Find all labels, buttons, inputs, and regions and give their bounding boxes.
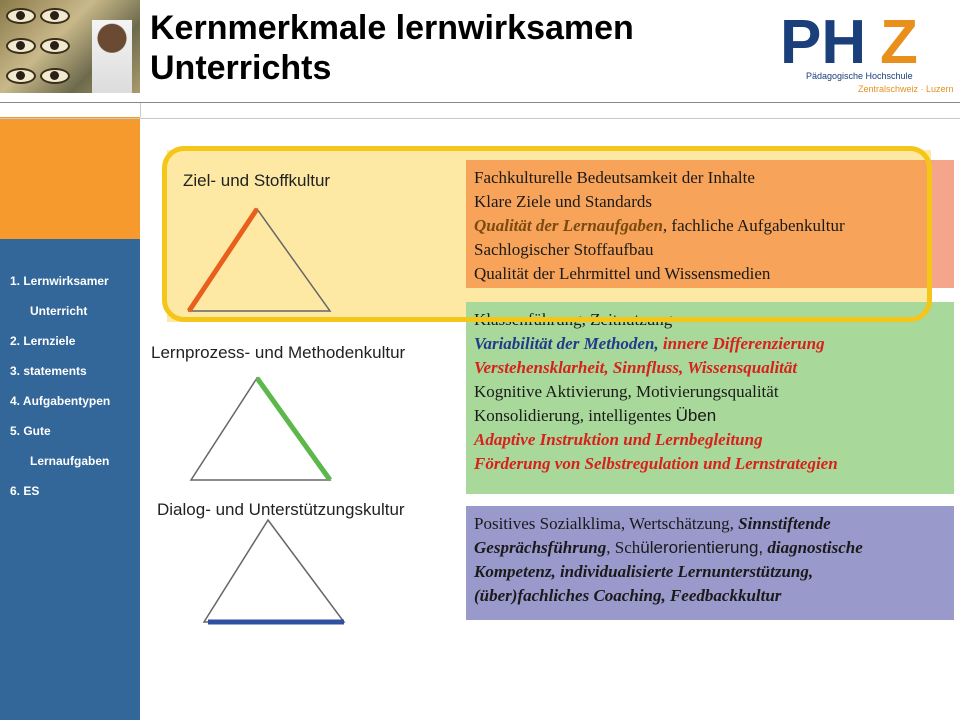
ziel-line-3b: , fachliche Aufgabenkultur — [662, 216, 845, 235]
header-photo — [0, 0, 140, 93]
dialog-line-2d: diagnostische — [767, 538, 863, 557]
ziel-line-5: Qualität der Lehrmittel und Wissensmedie… — [474, 264, 771, 283]
dialog-line-2c: ülerorientierung, — [640, 538, 764, 557]
lern-line-7: Förderung von Selbstregulation und Lerns… — [474, 454, 838, 473]
page-title: Kernmerkmale lernwirksamen Unterrichts — [150, 8, 770, 88]
nav-item-es[interactable]: 6. ES — [10, 484, 40, 498]
subheader-divider — [0, 118, 960, 119]
dialog-box: Positives Sozialklima, Wertschätzung, Si… — [466, 506, 954, 620]
dialog-triangle — [202, 518, 346, 625]
lern-line-5b: Üben — [675, 406, 717, 425]
title-line-1: Kernmerkmale lernwirksamen — [150, 9, 634, 47]
lern-line-3: Verstehensklarheit, Sinnfluss, Wissensqu… — [474, 358, 798, 377]
sidebar-orange-block — [0, 117, 140, 239]
lern-line-2a: Variabilität der Methoden, — [474, 334, 659, 353]
lern-line-6: Adaptive Instruktion und Lernbegleitung — [474, 430, 763, 449]
lern-line-4: Kognitive Aktivierung, Motivierungsquali… — [474, 382, 779, 401]
dialog-line-3: Kompetenz, individualisierte Lernunterst… — [474, 562, 814, 581]
phz-logo: PH Z — [780, 8, 918, 70]
svg-text:Z: Z — [880, 8, 918, 70]
nav-item-lernaufgaben[interactable]: Lernaufgaben — [30, 454, 110, 468]
nav-item-lernwirksamer[interactable]: 1. Lernwirksamer — [10, 274, 109, 288]
dialog-line-2b: , Sch — [606, 538, 641, 557]
logo-text-2: Zentralschweiz · Luzern — [858, 84, 954, 94]
ziel-highlight-frame — [162, 146, 932, 322]
dialog-line-1a: Positives Sozialklima, Wertschätzung, — [474, 514, 734, 533]
header-divider — [0, 102, 960, 103]
dialog-label: Dialog- und Unterstützungskultur — [157, 500, 405, 519]
ziel-line-2: Klare Ziele und Standards — [474, 192, 652, 211]
sidebar-panel — [0, 239, 140, 720]
ziel-box: Fachkulturelle Bedeutsamkeit der Inhalte… — [466, 160, 954, 288]
nav-item-lernziele[interactable]: 2. Lernziele — [10, 334, 76, 348]
lernprozess-label: Lernprozess- und Methodenkultur — [151, 343, 406, 362]
nav-item-gute[interactable]: 5. Gute — [10, 424, 51, 438]
ziel-line-4: Sachlogischer Stoffaufbau — [474, 240, 654, 259]
lern-line-5a: Konsolidierung, intelligentes — [474, 406, 672, 425]
svg-text:PH: PH — [780, 8, 866, 70]
lern-line-2b: innere Differenzierung — [662, 334, 825, 353]
ziel-label: Ziel- und Stoffkultur — [183, 171, 331, 190]
sidebar-top-gap — [0, 103, 141, 117]
dialog-line-1b: Sinnstiftende — [738, 514, 831, 533]
lernprozess-box: Klassenführung, Zeitnutzung Variabilität… — [466, 302, 954, 494]
ziel-triangle — [186, 207, 332, 313]
dialog-line-2a: Gesprächsführung — [474, 538, 607, 557]
lernprozess-triangle — [189, 376, 333, 482]
dialog-line-4: (über)fachliches Coaching, Feedbackkultu… — [474, 586, 782, 605]
title-line-2: Unterrichts — [150, 49, 332, 87]
logo-text-1: Pädagogische Hochschule — [806, 71, 913, 81]
nav-item-unterricht[interactable]: Unterricht — [30, 304, 88, 318]
sidebar-nav: 1. Lernwirksamer Unterricht 2. Lernziele… — [10, 272, 145, 512]
ziel-line-3a: Qualität der Lernaufgaben — [474, 216, 663, 235]
nav-item-statements[interactable]: 3. statements — [10, 364, 87, 378]
ziel-line-1: Fachkulturelle Bedeutsamkeit der Inhalte — [474, 168, 755, 187]
nav-item-aufgabentypen[interactable]: 4. Aufgabentypen — [10, 394, 111, 408]
